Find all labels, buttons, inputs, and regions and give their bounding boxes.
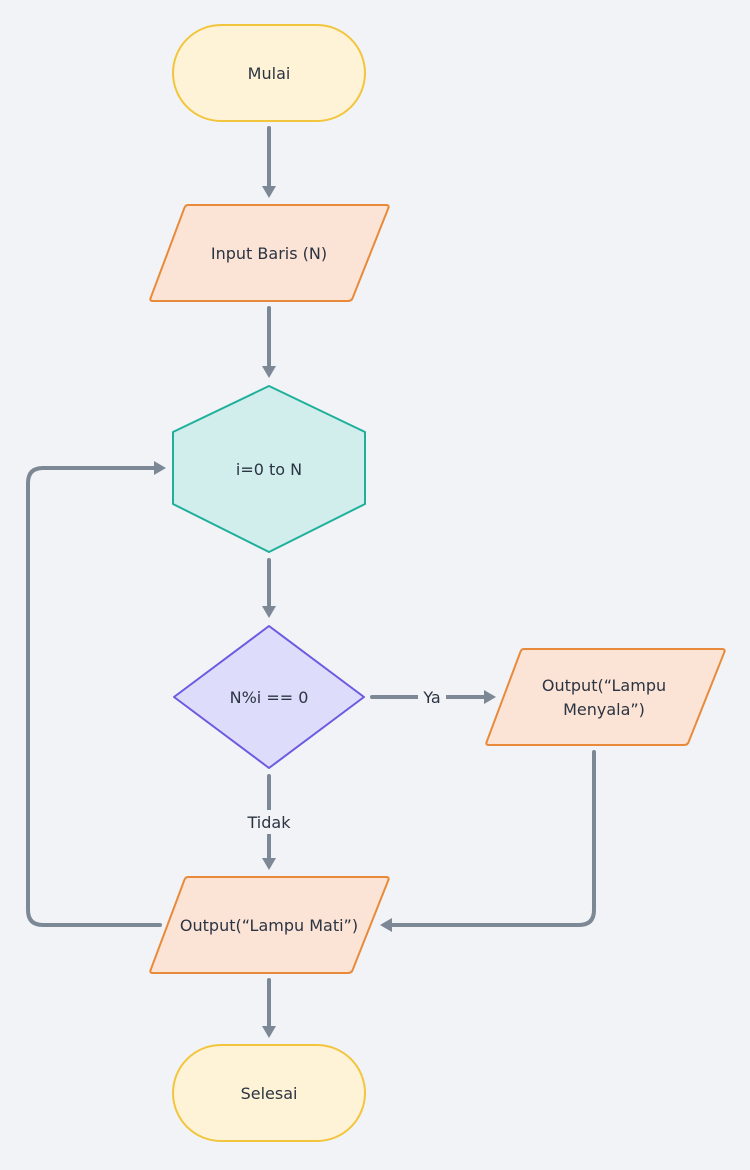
input-parallelogram[interactable]: Input Baris (N) [149, 204, 390, 302]
start-terminal[interactable]: Mulai [172, 24, 366, 122]
input-label: Input Baris (N) [211, 244, 327, 263]
edge-output-on-to-output-off [380, 750, 596, 932]
edge-loop-back [26, 461, 166, 927]
edge-label-no: Tidak [247, 813, 292, 832]
output-off-parallelogram[interactable]: Output(“Lampu Mati”) [149, 876, 390, 974]
output-on-label-line2: Menyala”) [563, 700, 645, 719]
decision-label: N%i == 0 [230, 688, 309, 707]
start-label: Mulai [248, 64, 291, 83]
loop-hexagon[interactable]: i=0 to N [172, 385, 366, 553]
edge-input-to-loop [262, 306, 276, 378]
edge-decision-no: Tidak [240, 774, 298, 870]
decision-diamond[interactable]: N%i == 0 [173, 625, 365, 769]
edge-start-to-input [262, 126, 276, 198]
edge-loop-to-decision [262, 558, 276, 618]
output-on-parallelogram[interactable]: Output(“Lampu Menyala”) [485, 648, 726, 746]
edge-output-off-to-end [262, 978, 276, 1038]
end-terminal[interactable]: Selesai [172, 1044, 366, 1142]
edge-decision-yes: Ya [370, 686, 496, 708]
loop-label: i=0 to N [236, 460, 302, 479]
output-off-label: Output(“Lampu Mati”) [180, 916, 358, 935]
edge-label-yes: Ya [422, 688, 440, 707]
output-on-label-line1: Output(“Lampu [542, 676, 666, 695]
edges: Ya Tidak [26, 126, 596, 1038]
end-label: Selesai [241, 1084, 298, 1103]
